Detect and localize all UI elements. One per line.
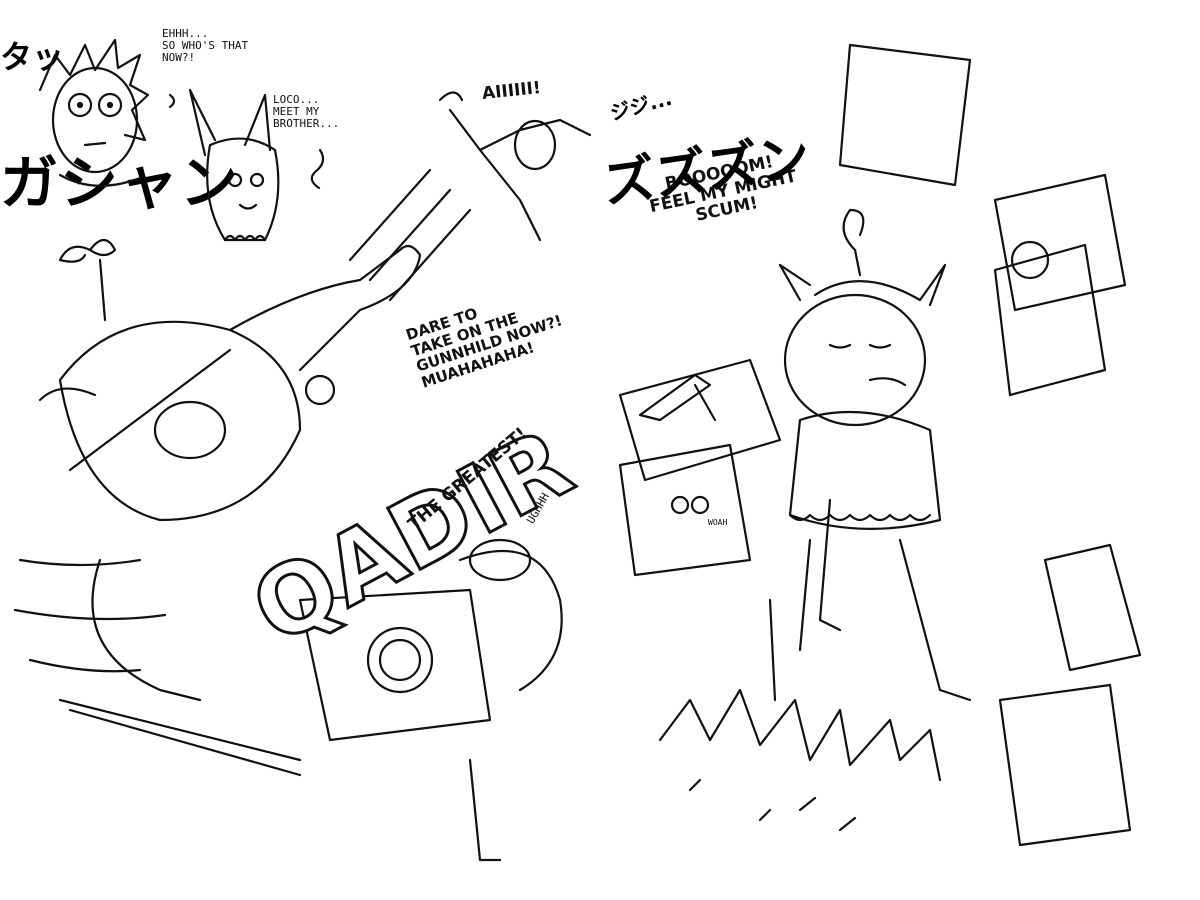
speech-bubble-loco: EHHH... So WHO'S THAT NOW?! <box>162 27 249 65</box>
flying-person-drawing <box>348 91 592 302</box>
right-page-illustration <box>618 43 1142 847</box>
smashed-person-drawing <box>298 538 563 862</box>
qadir-sign-letters: QADIR <box>235 409 588 667</box>
loco-character-drawing <box>38 38 176 187</box>
gunnhild-character-drawing <box>13 238 422 777</box>
gun-hand-drawing <box>638 373 717 422</box>
speech-bubble-bunny: LOCO... MEET MY BROTHER... <box>273 93 340 131</box>
qadir-sign-drawing: QADIR <box>234 407 590 668</box>
gunnhild-stomping-drawing <box>768 208 972 702</box>
speech-bubble-woah: WOAH <box>708 518 728 527</box>
floating-panels-drawing <box>618 43 1142 847</box>
impact-burst-drawing <box>658 688 942 832</box>
right-comic-page: BOOOOOM! FEEL MY MIGHT SCUM! ジジ... WOAH … <box>600 0 1200 900</box>
bunny-character-drawing <box>188 88 325 242</box>
left-comic-page: QADIR EHHH... So WHO'S THAT NOW?! LOCO..… <box>0 27 592 862</box>
left-page-illustration: QADIR <box>13 38 592 862</box>
